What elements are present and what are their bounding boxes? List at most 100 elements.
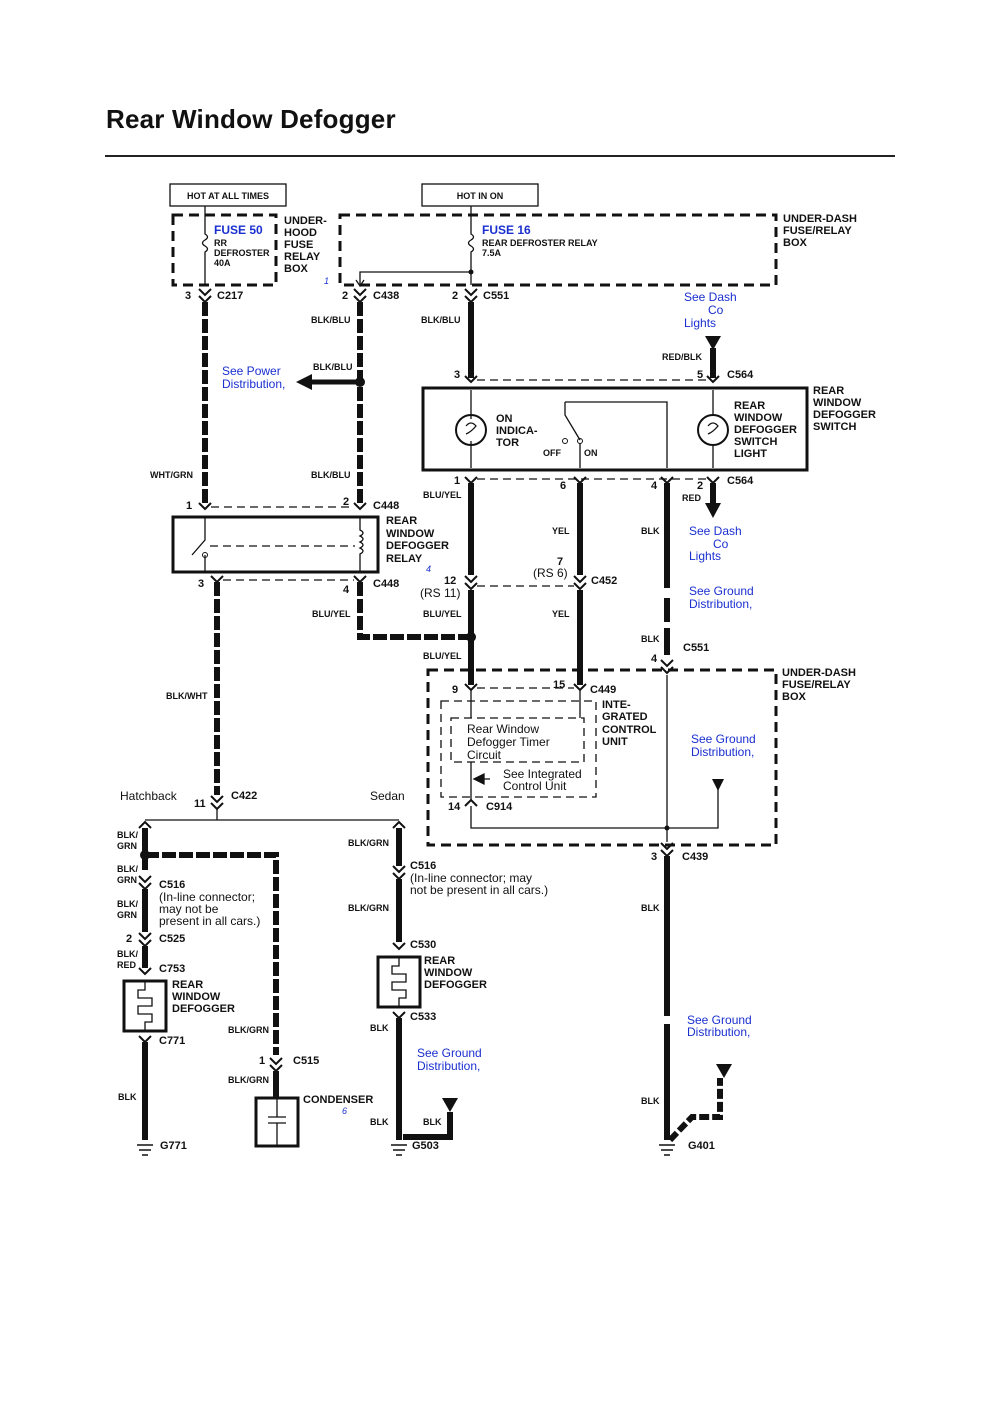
connector-c530: C530 [410,939,436,951]
variant-hatchback: Hatchback [120,789,178,803]
pin-c525-2: 2 [126,933,132,945]
underhood-fuse-box [171,213,278,287]
wire-label-blk-1: BLK [641,526,660,536]
see-dash-link-top-3[interactable]: Lights [684,316,716,330]
wire-label-blk-sedan-1: BLK [370,1023,389,1033]
icu-label-1: INTE- [602,699,631,711]
ground-g401-symbol [659,1144,675,1156]
note-c516-hatch-1: (In-line connector; [159,890,255,904]
pin-c564-4: 4 [651,480,658,492]
wire-label-blk-grn-cond-1: BLK/GRN [228,1025,269,1035]
wire-label-yel-2: YEL [552,609,570,619]
see-ground-link-4b[interactable]: Distribution, [417,1059,480,1073]
wire-label-blk-2: BLK [641,634,660,644]
light-label-3: DEFOGGER [734,424,797,436]
see-dash-link-mid[interactable]: See Dash [689,524,742,538]
wire-label-blk-3: BLK [641,903,660,913]
connector-c439: C439 [682,851,708,863]
connector-c525: C525 [159,933,185,945]
see-dash-link-top-2[interactable]: Co [708,303,724,317]
see-ground-link-3b[interactable]: Distribution, [687,1025,750,1039]
connector-c438: C438 [373,290,399,302]
see-dash-link-top[interactable]: See Dash [684,290,737,304]
defogger-switch-box [421,386,809,472]
wire-label-blu-yel-relay: BLU/YEL [312,609,351,619]
underhood-label-5: BOX [284,263,309,275]
timer-circuit-box [450,717,585,763]
page-title: Rear Window Defogger [106,104,396,134]
wire-label-blu-yel-3: BLU/YEL [423,651,462,661]
underdash-fuse-box-lower [426,668,778,847]
see-ground-link-2[interactable]: See Ground [691,732,756,746]
wire-label-blk-wht: BLK/WHT [166,691,208,701]
underdash-top-label-1: UNDER-DASH [783,213,857,225]
on-indicator-bulb [455,414,487,446]
light-label-4: SWITCH [734,436,777,448]
underhood-label-3: FUSE [284,239,313,251]
connector-c564-top: C564 [727,369,754,381]
wire-label-red: RED [682,493,702,503]
fuse-50-desc-3: 40A [214,258,231,268]
integrated-control-unit-box [440,700,597,798]
wire-label-blk-blu-2: BLK/BLU [313,362,353,372]
defogger-hatch-label-3: DEFOGGER [172,1003,235,1015]
see-ground-link-4[interactable]: See Ground [417,1046,482,1060]
defogger-sedan-label-2: WINDOW [424,967,473,979]
indicator-label-2: INDICA- [496,425,538,437]
wire-label-hb-3a: BLK/ [117,899,138,909]
ground-g503: G503 [412,1140,439,1152]
pin-c564-3: 3 [454,369,460,381]
see-ground-link-1b[interactable]: Distribution, [689,597,752,611]
icu-label-2: GRATED [602,711,648,723]
see-power-link-2[interactable]: Distribution, [222,377,285,391]
see-power-link[interactable]: See Power [222,364,281,378]
fuse-50-label: FUSE 50 [214,223,263,237]
see-ground-link-2b[interactable]: Distribution, [691,745,754,759]
hot-at-all-times-box [169,183,287,207]
ground-g771-symbol [137,1144,153,1156]
connector-c449: C449 [590,684,616,696]
pin-c448-1: 1 [186,500,192,512]
pin-c452-7: 7 [557,556,563,568]
wire-label-red-blk: RED/BLK [662,352,702,362]
light-label-1: REAR [734,400,765,412]
fuse-50-desc-2: DEFROSTER [214,248,270,258]
pin-c422-11: 11 [194,798,206,810]
hot-in-on-label: HOT IN ON [457,191,504,201]
connector-c771: C771 [159,1035,185,1047]
defogger-relay-box [171,515,380,574]
see-dash-link-mid-3[interactable]: Lights [689,549,721,563]
wire-label-hb-3b: GRN [117,910,137,920]
pin-c564-2: 2 [697,480,703,492]
wire-label-blk-grn-sedan-1: BLK/GRN [348,838,389,848]
wire-label-hb-1a: BLK/ [117,830,138,840]
ground-g771: G771 [160,1140,187,1152]
connector-c533: C533 [410,1011,436,1023]
underdash-top-label-3: BOX [783,237,808,249]
connector-c448-top: C448 [373,500,399,512]
title-divider [105,155,895,157]
timer-label-1: Rear Window [467,722,539,736]
connector-c448-bottom: C448 [373,578,399,590]
see-dash-link-mid-2[interactable]: Co [713,537,729,551]
wire-label-blk-grn-sedan-2: BLK/GRN [348,903,389,913]
wire-label-blk-4: BLK [641,1096,660,1106]
wire-label-hb-2a: BLK/ [117,864,138,874]
pin-c448-2: 2 [343,496,349,508]
see-ground-link-1[interactable]: See Ground [689,584,754,598]
pin-c449-9: 9 [452,684,458,696]
pin-c438-2: 2 [342,290,348,302]
switch-label-2: WINDOW [813,397,862,409]
pin-c914-14: 14 [448,801,461,813]
see-icu-link-2: Control Unit [503,779,567,793]
note-c516-sedan-2: not be present in all cars.) [410,883,548,897]
wire-label-blk-blu-c551: BLK/BLU [421,315,461,325]
see-ground-link-3[interactable]: See Ground [687,1013,752,1027]
pin-c551-2: 2 [452,290,458,302]
indicator-label-1: ON [496,413,513,425]
connector-c551: C551 [483,290,509,302]
wire-label-blk-sedan-2: BLK [370,1117,389,1127]
relay-label-4: RELAY [386,553,423,565]
wire-label-hb-1b: GRN [117,841,137,851]
condenser-ref: 6 [342,1106,347,1116]
